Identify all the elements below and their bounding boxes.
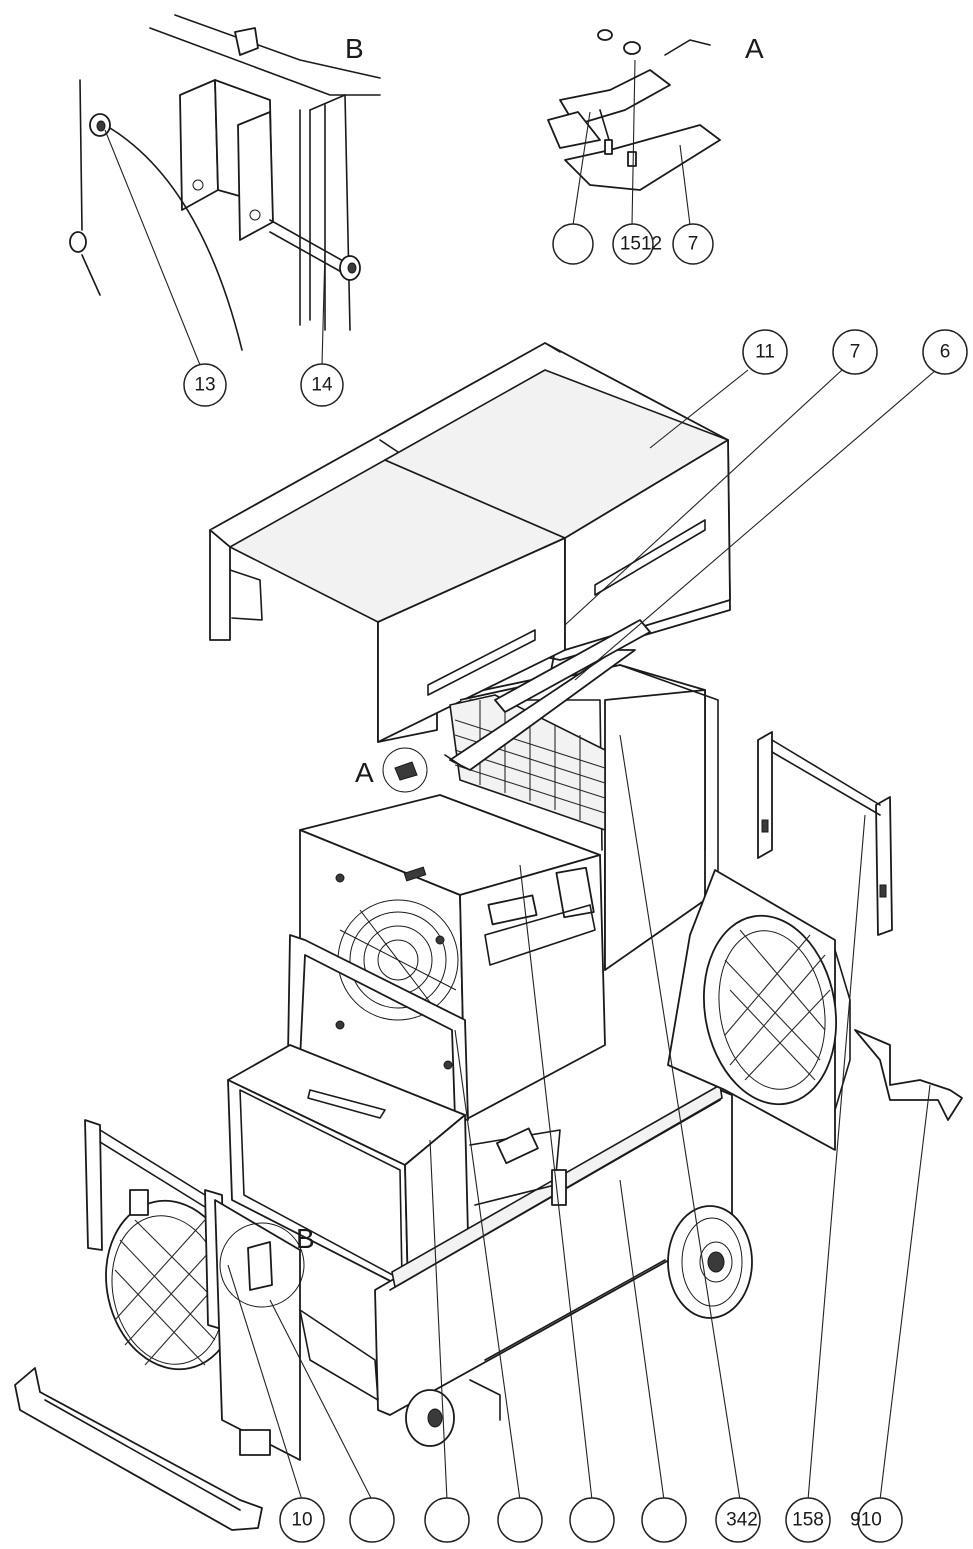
top-rail-bracket (444, 619, 651, 771)
callout-bottom-blank-5 (641, 1497, 687, 1543)
svg-text:342: 342 (726, 1510, 758, 1531)
callout-top-a-1512: 1512 (612, 223, 662, 265)
callout-bottom-10: 10 (279, 1497, 325, 1543)
callout-bottom-blank-4 (569, 1497, 615, 1543)
mesh-grille (449, 694, 606, 831)
left-side-plate (214, 1199, 301, 1461)
detail-a-view (547, 29, 721, 191)
right-duct-ring (667, 869, 851, 1151)
svg-text:6: 6 (940, 342, 951, 363)
svg-text:7: 7 (688, 234, 699, 255)
detail-b-view (69, 14, 381, 351)
left-duct-ring (105, 1199, 239, 1371)
left-bumper (14, 1367, 263, 1531)
callout-main-6: 6 (922, 329, 968, 375)
callout-bottom-158: 158 (785, 1497, 831, 1543)
svg-text:13: 13 (194, 375, 215, 396)
callout-top-b-14: 14 (300, 363, 344, 407)
fan-housing (299, 794, 606, 1121)
svg-text:14: 14 (311, 375, 333, 396)
callout-bottom-910: 910 (850, 1497, 903, 1543)
detail-a-title: A (745, 33, 764, 64)
callout-main-11: 11 (742, 329, 788, 375)
hood-part-11 (209, 342, 731, 743)
svg-text:10: 10 (291, 1510, 312, 1531)
detail-b-reference-label: B (296, 1223, 315, 1254)
callout-top-a-7: 7 (672, 223, 714, 265)
detail-a-reference (382, 747, 428, 793)
svg-text:910: 910 (850, 1510, 882, 1531)
callout-main-7: 7 (832, 329, 878, 375)
detail-b-reference (219, 1222, 305, 1308)
front-caster (405, 1389, 455, 1447)
detail-a-reference-label: A (355, 757, 374, 788)
svg-text:1512: 1512 (620, 234, 662, 255)
svg-text:7: 7 (850, 342, 861, 363)
right-handle-frame (757, 731, 893, 936)
rear-wheel (667, 1205, 753, 1319)
right-bumper (854, 1029, 963, 1121)
callout-bottom-blank-2 (424, 1497, 470, 1543)
callout-bottom-blank-3 (497, 1497, 543, 1543)
callout-top-b-13: 13 (183, 363, 227, 407)
callout-bottom-blank-1 (349, 1497, 395, 1543)
detail-b-title: B (345, 33, 364, 64)
callout-bottom-342: 342 (715, 1497, 761, 1543)
callout-top-a-blank (552, 223, 594, 265)
svg-text:158: 158 (792, 1510, 824, 1531)
svg-text:11: 11 (755, 342, 775, 363)
